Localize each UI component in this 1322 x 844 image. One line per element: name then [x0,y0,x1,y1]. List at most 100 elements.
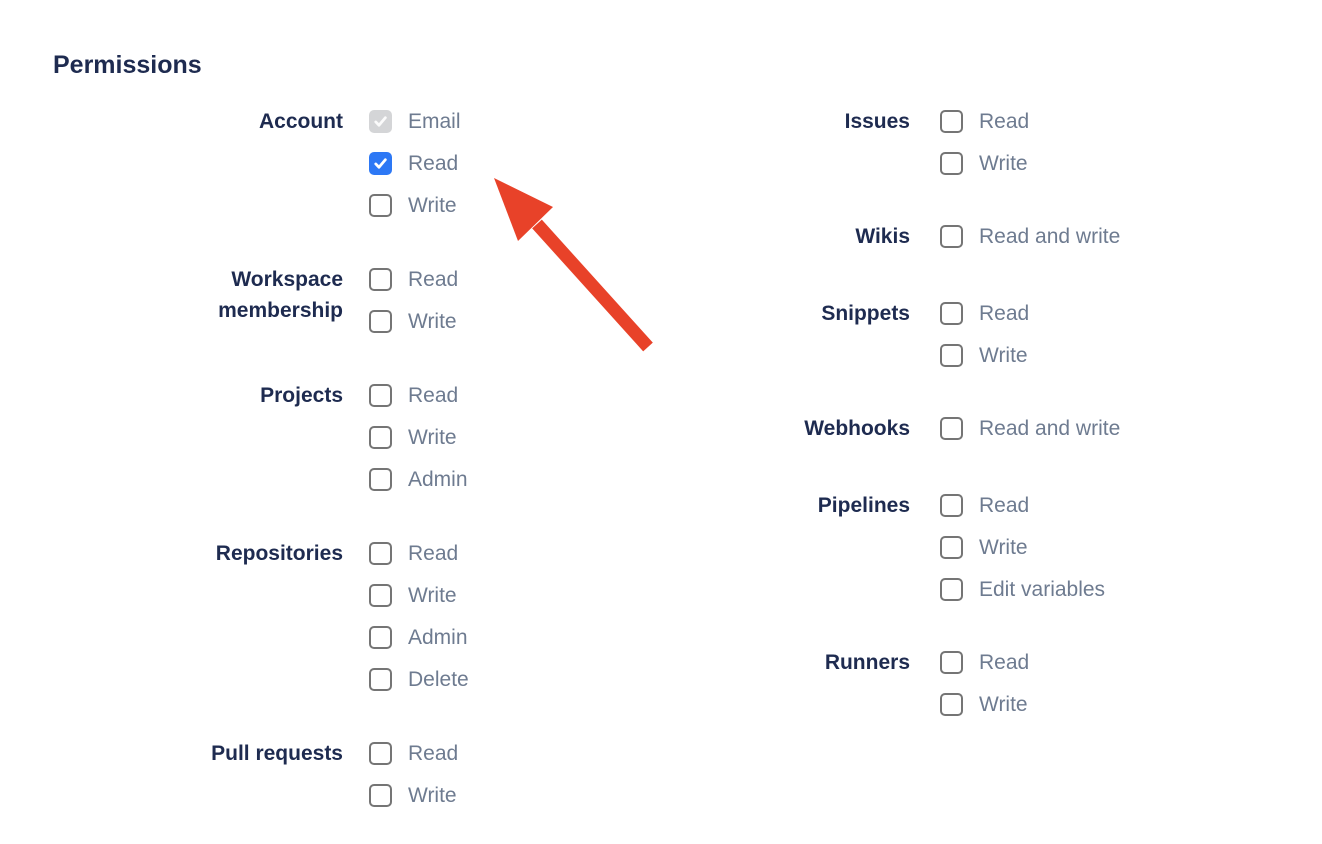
group-label-pipelines: Pipelines [817,494,910,517]
unchecked-checkbox-icon[interactable] [369,194,392,217]
unchecked-checkbox-icon[interactable] [369,468,392,491]
unchecked-checkbox-icon[interactable] [940,651,963,674]
checkbox-label: Read [979,651,1030,674]
unchecked-checkbox-icon[interactable] [940,152,963,175]
checkbox-option-webhooks-read-and-write[interactable]: Read and write [940,417,1120,440]
checkbox-option-projects-admin[interactable]: Admin [369,468,468,491]
unchecked-checkbox-icon[interactable] [369,268,392,291]
checkbox-option-issues-read[interactable]: Read [940,110,1029,133]
unchecked-checkbox-icon[interactable] [940,494,963,517]
unchecked-checkbox-icon[interactable] [940,417,963,440]
options-list: Read and write [940,417,1120,440]
unchecked-checkbox-icon[interactable] [369,384,392,407]
checkbox-option-workspace-membership-write[interactable]: Write [369,310,458,333]
unchecked-checkbox-icon[interactable] [369,310,392,333]
checkbox-option-repositories-write[interactable]: Write [369,584,469,607]
checkbox-option-pipelines-write[interactable]: Write [940,536,1105,559]
checkbox-label: Email [408,110,461,133]
unchecked-checkbox-icon[interactable] [940,225,963,248]
checkbox-option-runners-write[interactable]: Write [940,693,1029,716]
unchecked-checkbox-icon[interactable] [369,584,392,607]
checkbox-label: Write [408,584,457,607]
checkbox-label: Read [408,268,459,291]
checkbox-label: Read and write [979,225,1121,248]
checkbox-label: Admin [408,468,468,491]
checkbox-option-account-write[interactable]: Write [369,194,461,217]
checkbox-label: Read [408,742,459,765]
checkbox-label: Write [979,536,1028,559]
checkbox-label: Read [979,302,1030,325]
checkbox-label: Admin [408,626,468,649]
group-label-snippets: Snippets [821,302,910,325]
unchecked-checkbox-icon[interactable] [940,578,963,601]
checkbox-option-issues-write[interactable]: Write [940,152,1029,175]
permission-group-wikis: Wikis Read and write [655,225,1322,252]
checkbox-label: Read [408,152,459,175]
checkbox-label: Write [408,426,457,449]
checkbox-label: Read [979,494,1030,517]
checkbox-option-pipelines-read[interactable]: Read [940,494,1105,517]
checkbox-option-projects-read[interactable]: Read [369,384,468,407]
checkbox-label: Read [408,384,459,407]
checkbox-label: Read and write [979,417,1121,440]
unchecked-checkbox-icon[interactable] [940,110,963,133]
group-label-webhooks: Webhooks [804,417,910,440]
checked-checkbox-icon[interactable] [369,152,392,175]
unchecked-checkbox-icon[interactable] [940,536,963,559]
unchecked-checkbox-icon[interactable] [369,542,392,565]
unchecked-checkbox-icon[interactable] [369,426,392,449]
group-label-projects: Projects [260,384,343,407]
checkbox-option-workspace-membership-read[interactable]: Read [369,268,458,291]
unchecked-checkbox-icon[interactable] [369,784,392,807]
checkbox-label: Delete [408,668,469,691]
unchecked-checkbox-icon[interactable] [940,693,963,716]
checkbox-label: Write [408,784,457,807]
checkbox-option-projects-write[interactable]: Write [369,426,468,449]
checkbox-label: Write [408,310,457,333]
checkbox-label: Write [979,344,1028,367]
checkbox-label: Write [979,152,1028,175]
checkbox-option-account-read[interactable]: Read [369,152,461,175]
unchecked-checkbox-icon[interactable] [369,742,392,765]
checkbox-option-repositories-read[interactable]: Read [369,542,469,565]
group-label-issues: Issues [844,110,910,133]
checkbox-option-snippets-write[interactable]: Write [940,344,1029,367]
unchecked-checkbox-icon[interactable] [940,344,963,367]
checkbox-option-repositories-delete[interactable]: Delete [369,668,469,691]
checkbox-option-pipelines-edit-variables[interactable]: Edit variables [940,578,1105,601]
unchecked-checkbox-icon[interactable] [369,626,392,649]
checkbox-option-pull-requests-write[interactable]: Write [369,784,458,807]
group-label-pull-requests: Pull requests [211,742,343,765]
permission-group-webhooks: Webhooks Read and write [655,417,1322,444]
checkbox-option-repositories-admin[interactable]: Admin [369,626,469,649]
group-label-wikis: Wikis [855,225,910,248]
group-label-runners: Runners [824,651,910,674]
checkbox-option-runners-read[interactable]: Read [940,651,1029,674]
unchecked-checkbox-icon[interactable] [940,302,963,325]
checkbox-option-pull-requests-read[interactable]: Read [369,742,458,765]
checkbox-label: Read [979,110,1030,133]
checkbox-option-snippets-read[interactable]: Read [940,302,1029,325]
checkbox-label: Read [408,542,459,565]
checkbox-option-wikis-read-and-write[interactable]: Read and write [940,225,1120,248]
unchecked-checkbox-icon[interactable] [369,668,392,691]
checkbox-label: Edit variables [979,578,1106,601]
